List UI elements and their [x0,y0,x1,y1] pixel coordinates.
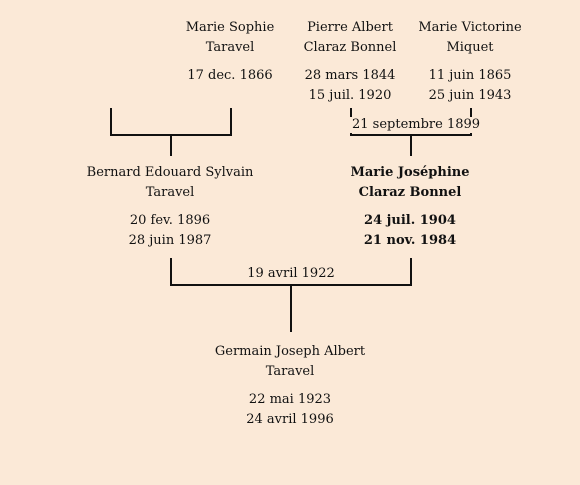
person-death-date: 21 nov. 1984 [363,233,457,248]
person-marie-josephine[interactable]: Marie Joséphine Claraz Bonnel 24 juil. 1… [335,163,485,251]
marriage-date-label: 19 avril 1922 [230,266,352,282]
person-name: Marie Victorine [418,20,522,35]
person-surname: Taravel [145,185,195,200]
person-surname: Claraz Bonnel [303,40,397,55]
person-surname: Claraz Bonnel [358,185,462,200]
person-bernard[interactable]: Bernard Edouard Sylvain Taravel 20 fev. … [80,163,260,251]
person-birth-date: 11 juin 1865 [428,68,512,83]
connector-left-parent-a [110,108,112,136]
connector-bottom-parent-b [410,258,412,286]
connector-left-child [170,134,172,156]
person-surname: Taravel [265,364,315,379]
person-birth-date: 22 mai 1923 [248,392,332,407]
connector-bottom-child [290,284,292,332]
person-name: Germain Joseph Albert [214,344,366,359]
person-surname: Miquet [446,40,494,55]
person-birth-date: 20 fev. 1896 [129,213,211,228]
person-marie-sophie[interactable]: Marie Sophie Taravel 17 dec. 1866 [170,18,290,86]
connector-left-parent-b [230,108,232,136]
marriage-date-label: 21 septembre 1899 [350,117,481,133]
connector-bottom-parent-a [170,258,172,286]
person-death-date: 24 avril 1996 [246,412,334,427]
person-death-date: 15 juil. 1920 [308,88,392,103]
person-name: Pierre Albert [307,20,393,35]
person-germain[interactable]: Germain Joseph Albert Taravel 22 mai 192… [200,342,380,430]
person-name: Marie Sophie [185,20,275,35]
person-birth-date: 24 juil. 1904 [364,213,456,228]
person-surname: Taravel [205,40,255,55]
person-pierre-albert[interactable]: Pierre Albert Claraz Bonnel 28 mars 1844… [290,18,410,106]
person-birth-date: 28 mars 1844 [304,68,396,83]
connector-right-child [410,134,412,156]
person-death-date: 28 juin 1987 [128,233,212,248]
person-name: Bernard Edouard Sylvain [86,165,254,180]
person-death-date: 25 juin 1943 [428,88,512,103]
person-marie-victorine[interactable]: Marie Victorine Miquet 11 juin 1865 25 j… [405,18,535,106]
person-name: Marie Joséphine [350,165,470,180]
person-birth-date: 17 dec. 1866 [187,68,273,83]
